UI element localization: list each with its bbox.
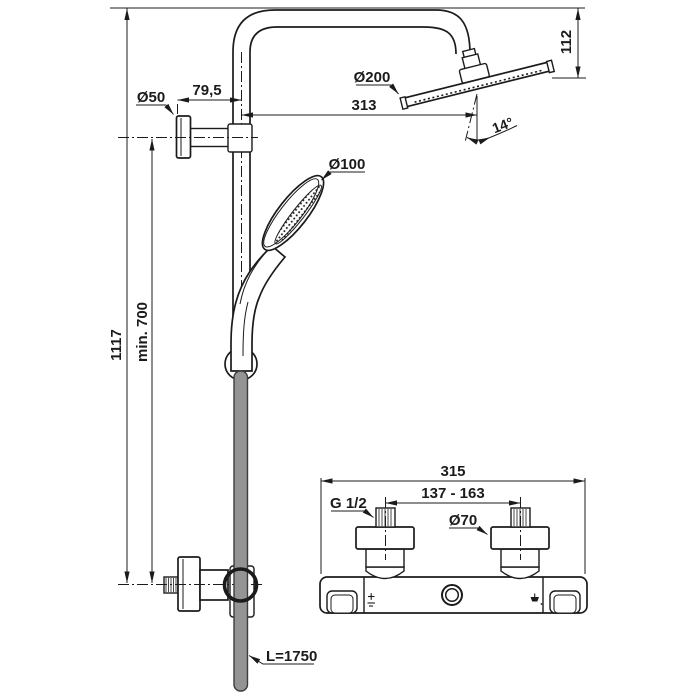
dim-arm-projection: 313: [241, 97, 477, 118]
riser-pipe: [232, 9, 471, 366]
dim-label-hose-length: L=1750: [266, 648, 317, 665]
dim-label-inlet-thread: G 1/2: [330, 495, 367, 512]
disc-cap-right: [545, 59, 556, 74]
temperature-plus-icon: [367, 593, 375, 607]
dim-mixer-width: 315: [320, 463, 586, 574]
dim-overall-height: 1117: [108, 8, 130, 583]
overhead-shower: [399, 47, 556, 111]
dim-handshower-dia: Ø100: [321, 156, 366, 181]
dim-label-wall-to-rail: 79,5: [192, 82, 221, 99]
diverter-knob: [441, 584, 463, 606]
disc-spray-dots: [414, 69, 542, 103]
spray-face: [274, 184, 322, 245]
handshower-handle: [230, 244, 287, 372]
flow-handle: [549, 590, 581, 614]
dim-head-dia: Ø200: [354, 69, 399, 95]
head-tilt-annotation: 14°: [464, 93, 518, 145]
dim-label-arm-projection: 313: [351, 97, 376, 114]
nipple-thread-hatch: [165, 578, 177, 592]
inlet-connector-right: [490, 497, 550, 580]
dim-min-mount-height: min. 700: [134, 139, 155, 583]
dim-label-handshower-dia: Ø100: [329, 156, 366, 173]
dim-inlet-span: 137 - 163: [385, 485, 521, 506]
shower-icon: [530, 593, 543, 605]
dim-head-drop: 112: [552, 8, 586, 79]
disc-cap-left: [399, 95, 409, 111]
shower-hose: [233, 370, 249, 692]
dim-escutcheon-dia: Ø70: [449, 512, 488, 535]
dim-label-inlet-span: 137 - 163: [421, 485, 484, 502]
dim-label-head-tilt: 14°: [490, 114, 515, 137]
dim-wall-bracket-dia: Ø50: [136, 89, 174, 115]
temperature-handle: [326, 590, 358, 614]
dim-label-head-drop: 112: [558, 30, 575, 54]
wall-bracket-top: [118, 115, 258, 159]
dim-label-min-mount-height: min. 700: [134, 302, 151, 362]
dim-label-wall-bracket-dia: Ø50: [137, 89, 165, 106]
dimension-annotations-top: 1117 min. 700 79,5 Ø50 313 Ø200: [108, 7, 586, 665]
dim-label-head-dia: Ø200: [354, 69, 391, 86]
dim-wall-to-rail: 79,5: [177, 82, 242, 114]
handshower-head: [261, 174, 325, 252]
dim-label-escutcheon-dia: Ø70: [449, 512, 477, 529]
dim-label-mixer-width: 315: [440, 463, 465, 480]
dim-hose-length: L=1750: [248, 648, 317, 665]
mixer-valve: 315 137 - 163 G 1/2 Ø70: [319, 463, 588, 614]
dim-label-overall-height: 1117: [108, 329, 125, 361]
hose-retaining-ring: [222, 567, 259, 603]
dim-inlet-thread: G 1/2: [330, 495, 374, 518]
inlet-connector-left: [355, 497, 415, 580]
